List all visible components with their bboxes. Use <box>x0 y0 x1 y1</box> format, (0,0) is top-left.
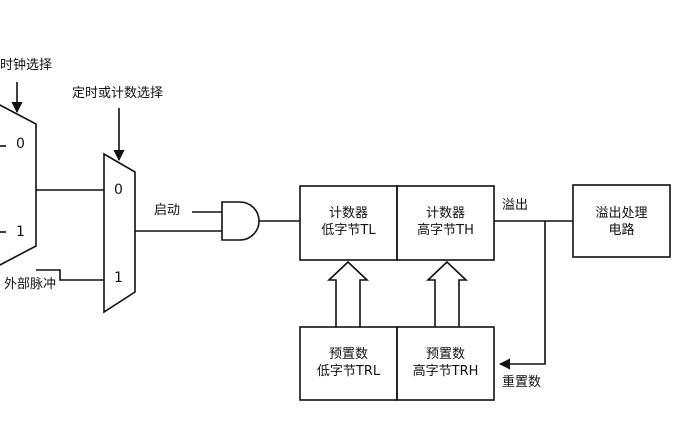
overflow-handler-box <box>572 184 671 258</box>
preset-low-line2: 低字节TRL <box>316 364 381 379</box>
external-pulse-wire <box>36 269 104 281</box>
mux1-input1: 1 <box>16 224 25 240</box>
mux2-input0: 0 <box>114 182 123 198</box>
start-label: 启动 <box>154 203 181 218</box>
preset-high-line1: 预置数 <box>425 347 465 362</box>
preset-high-text: 预置数 高字节TRH <box>397 346 494 380</box>
overflow-handler-line1: 溢出处理 <box>595 206 648 221</box>
overflow-handler-text: 溢出处理 电路 <box>573 205 670 239</box>
preset-high-line2: 高字节TRH <box>412 364 479 379</box>
counter-high-line2: 高字节TH <box>417 223 474 238</box>
clock-mux <box>0 104 37 266</box>
mode-select-label: 定时或计数选择 <box>72 86 164 101</box>
and-gate <box>221 201 260 241</box>
mode-mux <box>103 152 136 314</box>
counter-low-line2: 低字节TL <box>321 223 376 238</box>
clock-select-label: 时钟选择 <box>0 58 53 73</box>
preset-low-text: 预置数 低字节TRL <box>300 346 397 380</box>
mux2-input1: 1 <box>114 270 123 286</box>
counter-low-text: 计数器 低字节TL <box>300 205 397 239</box>
external-pulse-label: 外部脉冲 <box>4 277 57 292</box>
mux1-input0: 0 <box>16 136 25 152</box>
transfer-arrow-low <box>326 260 370 327</box>
transfer-arrow-high <box>425 260 469 327</box>
preset-low-line1: 预置数 <box>328 347 368 362</box>
counter-high-box <box>396 185 495 261</box>
counter-high-text: 计数器 高字节TH <box>397 205 494 239</box>
reload-wire <box>498 221 546 370</box>
overflow-handler-line2: 电路 <box>608 223 635 238</box>
preset-high-box <box>396 326 495 401</box>
overflow-label: 溢出 <box>502 198 529 213</box>
counter-low-line1: 计数器 <box>328 206 368 221</box>
counter-high-line1: 计数器 <box>425 206 465 221</box>
reload-label: 重置数 <box>502 375 542 390</box>
